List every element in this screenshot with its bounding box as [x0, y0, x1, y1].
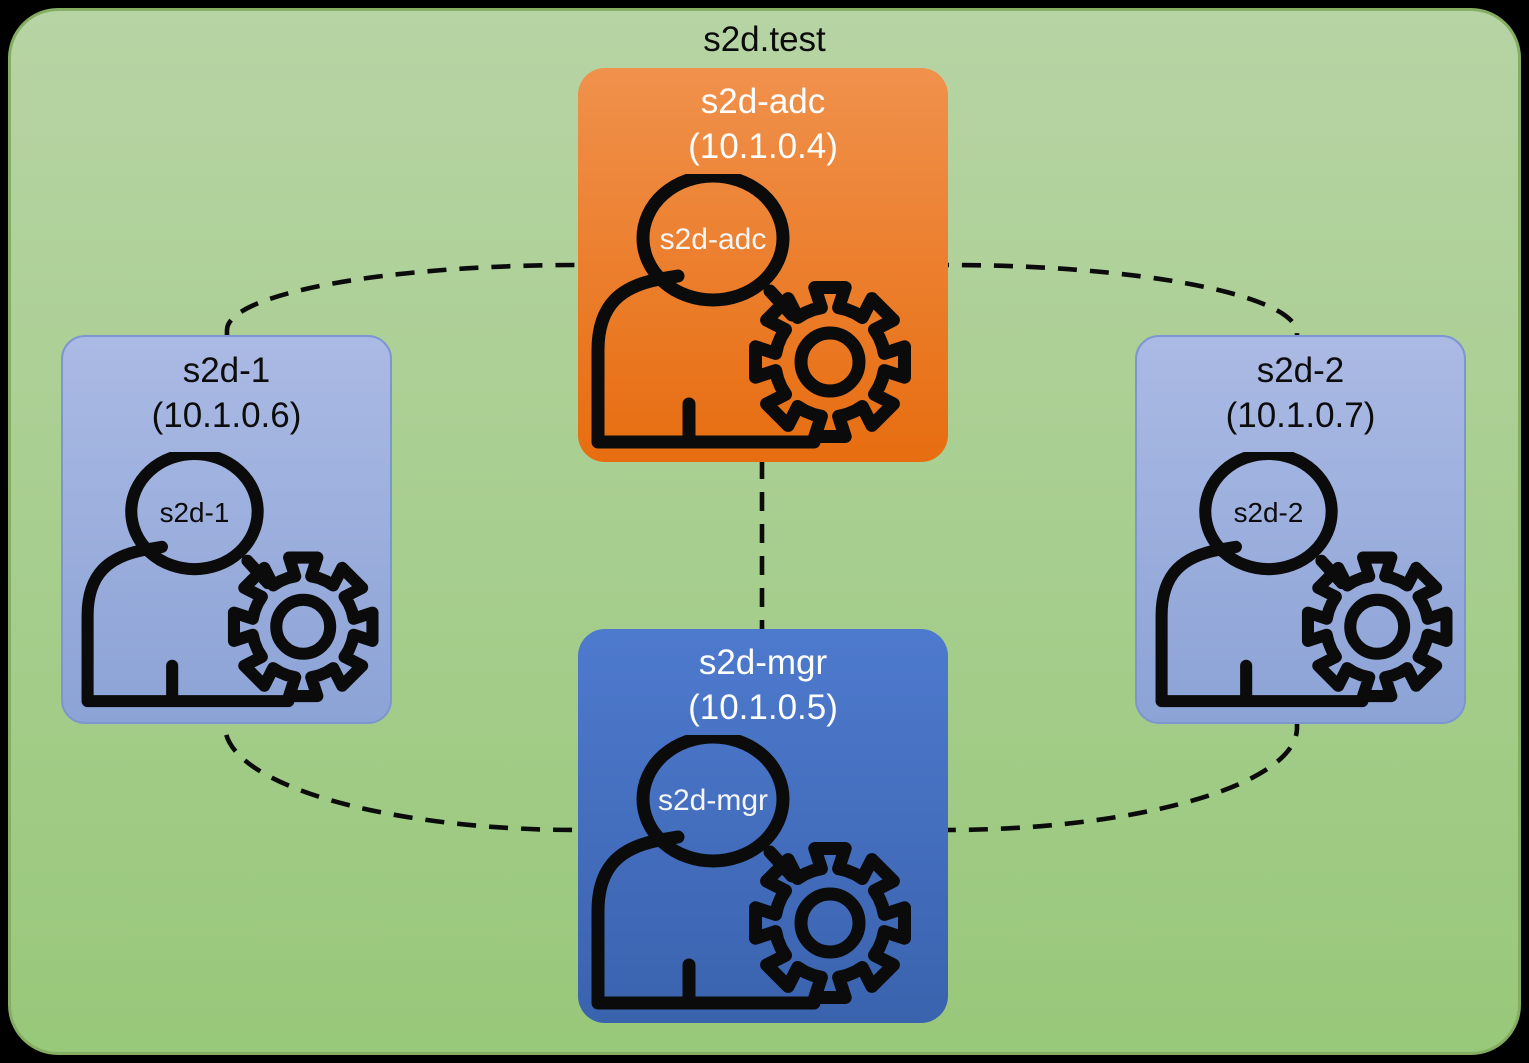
person-head — [124, 452, 264, 576]
node-ip: (10.1.0.4) — [688, 127, 838, 166]
person-head — [1198, 452, 1338, 576]
gear-hub — [1343, 593, 1410, 660]
person-gear-icon: s2d-adc — [591, 174, 911, 449]
person-body — [1155, 540, 1368, 708]
node-ip: (10.1.0.5) — [688, 688, 838, 727]
head-label: s2d-adc — [660, 223, 767, 256]
head-label: s2d-2 — [1233, 497, 1303, 528]
person-gear-icon: s2d-2 — [1155, 452, 1452, 708]
node-s2d-1: s2d-1 (10.1.0.6) s2d-1 — [61, 335, 392, 724]
person-gear-icon: s2d-1 — [81, 452, 378, 708]
person-head — [636, 174, 790, 307]
head-label: s2d-mgr — [658, 784, 768, 817]
gear-icon — [749, 842, 911, 1004]
person-head — [636, 735, 790, 868]
node-ip: (10.1.0.6) — [151, 396, 302, 435]
person-gear-icon: s2d-mgr — [591, 735, 911, 1010]
gear-hub — [794, 326, 866, 398]
gear-hub — [794, 887, 866, 959]
head-label: s2d-1 — [159, 497, 229, 528]
person-body — [81, 540, 294, 708]
gear-icon — [227, 551, 378, 703]
node-ip: (10.1.0.7) — [1225, 396, 1376, 435]
node-name: s2d-adc — [700, 82, 826, 121]
node-name: s2d-1 — [182, 351, 271, 390]
node-s2d-adc: s2d-adc (10.1.0.4) s2d-adc — [578, 68, 948, 462]
gear-icon — [1301, 551, 1452, 703]
gear-icon — [749, 281, 911, 443]
node-name: s2d-2 — [1256, 351, 1345, 390]
node-s2d-mgr: s2d-mgr (10.1.0.5) s2d-mgr — [578, 629, 948, 1023]
person-body — [591, 830, 821, 1010]
node-name: s2d-mgr — [698, 643, 828, 682]
domain-title: s2d.test — [703, 20, 826, 59]
gear-hub — [269, 593, 336, 660]
node-s2d-2: s2d-2 (10.1.0.7) s2d-2 — [1135, 335, 1466, 724]
person-body — [591, 269, 821, 449]
